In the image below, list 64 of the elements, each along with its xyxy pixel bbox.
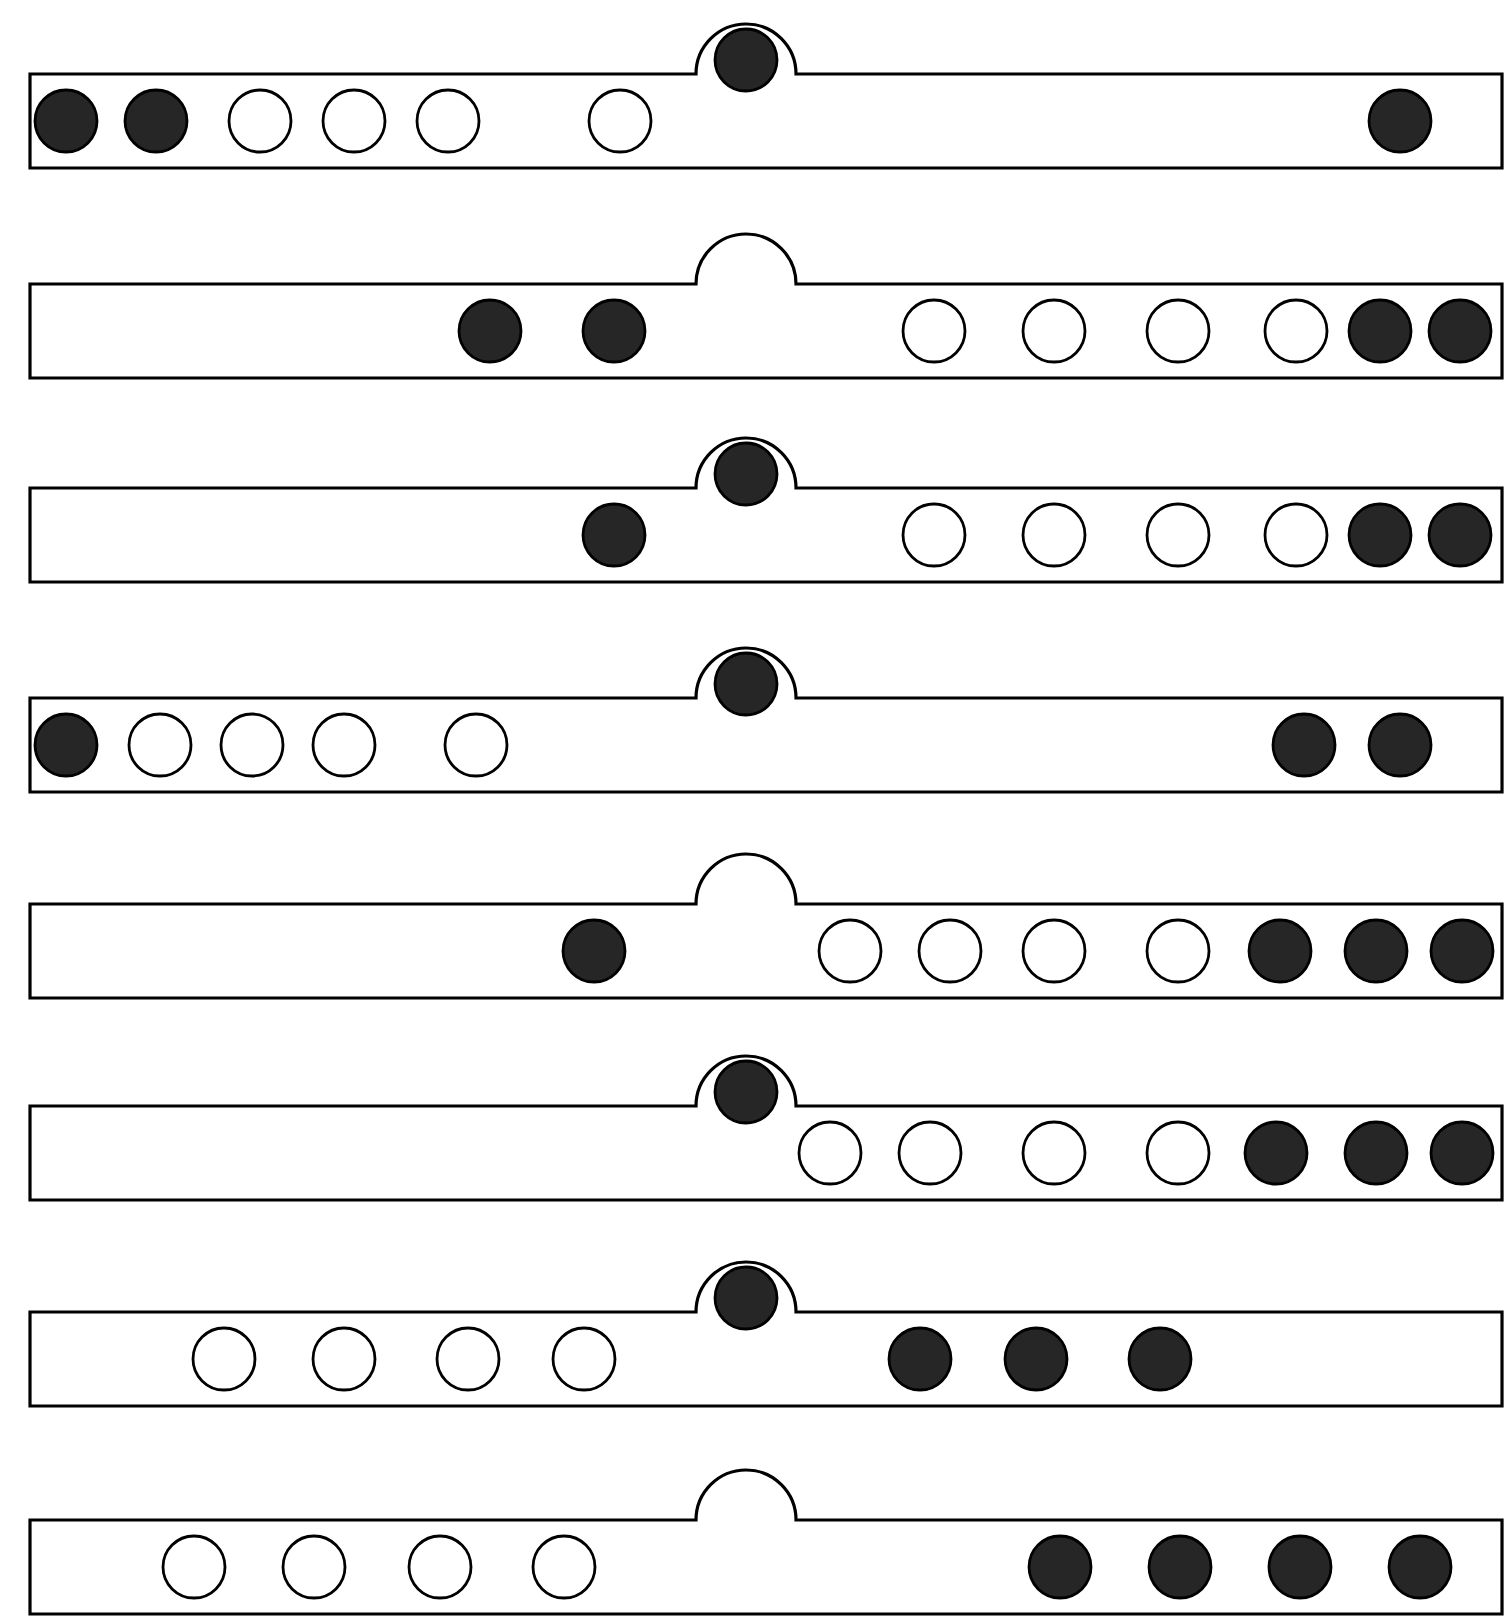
ball xyxy=(1263,298,1329,364)
ball xyxy=(33,88,99,154)
ball xyxy=(219,712,285,778)
ball xyxy=(797,1120,863,1186)
ball xyxy=(1021,1120,1087,1186)
ball xyxy=(1367,712,1433,778)
ball xyxy=(1267,1534,1333,1600)
ball xyxy=(1027,1534,1093,1600)
ball xyxy=(1263,502,1329,568)
ball xyxy=(561,918,627,984)
ball xyxy=(1021,918,1087,984)
ball xyxy=(191,1326,257,1392)
ball xyxy=(1429,918,1495,984)
ball xyxy=(817,918,883,984)
ball xyxy=(713,1265,779,1331)
ball xyxy=(581,298,647,364)
ball xyxy=(1145,502,1211,568)
ball xyxy=(1247,918,1313,984)
ball xyxy=(1021,502,1087,568)
ball xyxy=(917,918,983,984)
ball xyxy=(1347,298,1413,364)
ball xyxy=(1367,88,1433,154)
ball xyxy=(33,712,99,778)
ball xyxy=(435,1326,501,1392)
ball xyxy=(1145,1120,1211,1186)
ball xyxy=(457,298,523,364)
ball xyxy=(227,88,293,154)
ball xyxy=(443,712,509,778)
ball xyxy=(415,88,481,154)
ball xyxy=(1429,1120,1495,1186)
ball xyxy=(1127,1326,1193,1392)
ball xyxy=(713,441,779,507)
ball xyxy=(551,1326,617,1392)
ball xyxy=(311,1326,377,1392)
ball xyxy=(581,502,647,568)
ball xyxy=(1387,1534,1453,1600)
ball xyxy=(1243,1120,1309,1186)
ball xyxy=(1145,918,1211,984)
ball xyxy=(901,502,967,568)
ball xyxy=(713,651,779,717)
ball xyxy=(123,88,189,154)
ball xyxy=(713,27,779,93)
ball xyxy=(901,298,967,364)
ball xyxy=(161,1534,227,1600)
ball xyxy=(1343,918,1409,984)
ball xyxy=(281,1534,347,1600)
ball xyxy=(1427,502,1493,568)
ball xyxy=(713,1059,779,1125)
ball xyxy=(587,88,653,154)
ball xyxy=(1343,1120,1409,1186)
ball xyxy=(1347,502,1413,568)
ball xyxy=(1271,712,1337,778)
ball xyxy=(1427,298,1493,364)
ball xyxy=(311,712,377,778)
ball xyxy=(127,712,193,778)
ball xyxy=(1021,298,1087,364)
ball xyxy=(897,1120,963,1186)
ball xyxy=(1147,1534,1213,1600)
ball xyxy=(321,88,387,154)
ball xyxy=(1145,298,1211,364)
ball xyxy=(407,1534,473,1600)
ball xyxy=(887,1326,953,1392)
ball xyxy=(531,1534,597,1600)
ball xyxy=(1003,1326,1069,1392)
